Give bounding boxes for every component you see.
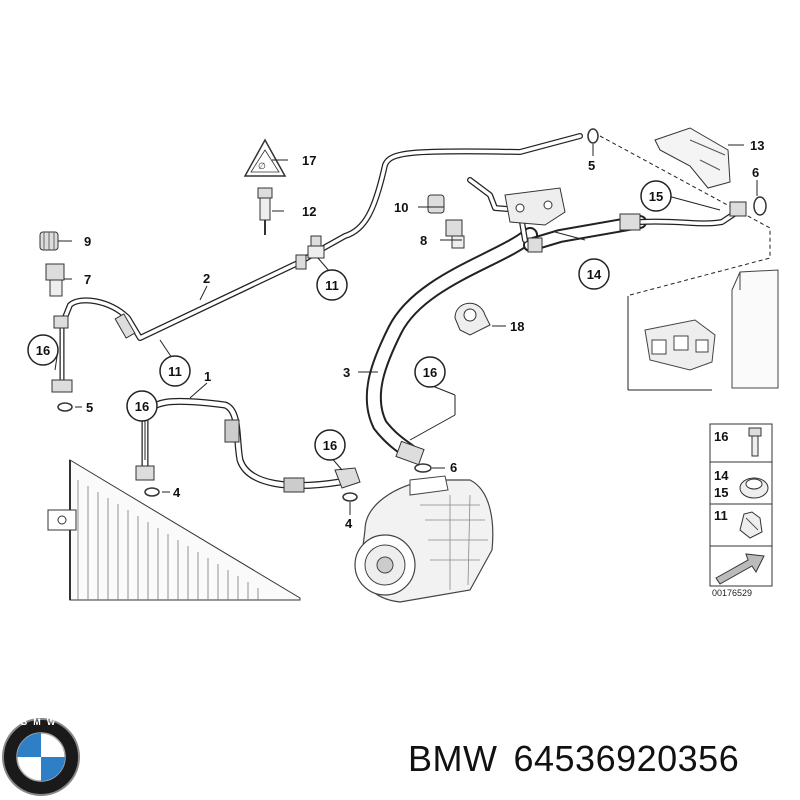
arrow-icon — [715, 553, 765, 585]
compressor — [354, 475, 494, 603]
legend-16: 16 — [714, 429, 728, 444]
callout-17: 17 — [302, 153, 316, 168]
o-rings — [57, 128, 767, 502]
callout-circles: 11 11 16 16 16 16 14 15 — [27, 180, 672, 461]
cap-9 — [39, 231, 59, 251]
brand-part-label: BMW 64536920356 — [408, 738, 755, 780]
callout-4-mid: 4 — [345, 516, 353, 531]
condenser — [47, 459, 301, 601]
callout-11-left: 11 — [168, 364, 182, 379]
callout-13: 13 — [750, 138, 764, 153]
evaporator-housing — [627, 257, 779, 391]
callout-9: 9 — [84, 234, 91, 249]
clip-icon — [739, 511, 763, 539]
hose-line-2 — [51, 133, 583, 393]
legend-15: 15 — [714, 485, 728, 500]
valve-11-top — [307, 235, 325, 259]
cap-10 — [427, 194, 445, 214]
callout-5-top: 5 — [588, 158, 595, 173]
callout-numbers: 9 7 17 12 2 1 5 4 4 3 6 18 10 8 5 13 6 — [84, 138, 764, 531]
callout-5-left: 5 — [86, 400, 93, 415]
warning-label-17: ∅ — [243, 138, 287, 177]
nut-icon — [739, 477, 769, 499]
valve-core-8 — [445, 219, 465, 249]
hose-line-1 — [135, 397, 361, 493]
callout-1: 1 — [204, 369, 211, 384]
clip-18 — [454, 302, 491, 336]
hose-line-14-15 — [467, 177, 747, 253]
callout-15: 15 — [649, 189, 663, 204]
legend-box: 16 14 15 11 00176529 — [709, 423, 773, 598]
callout-8: 8 — [420, 233, 427, 248]
callout-11-top: 11 — [325, 278, 339, 293]
svg-text:∅: ∅ — [258, 161, 266, 171]
callout-18: 18 — [510, 319, 524, 334]
hose-line-3 — [365, 227, 538, 466]
bmw-logo: BMW — [2, 717, 80, 796]
valve-core-7 — [45, 263, 65, 297]
legend-11: 11 — [714, 508, 728, 523]
callout-3: 3 — [343, 365, 350, 380]
callout-6-bottom: 6 — [450, 460, 457, 475]
callout-10: 10 — [394, 200, 408, 215]
callout-16-hose1: 16 — [135, 399, 149, 414]
callout-4-left: 4 — [173, 485, 181, 500]
brand-name: BMW — [408, 738, 498, 779]
leader-lines — [54, 144, 758, 515]
bracket-13 — [654, 127, 731, 189]
bolt-icon — [748, 427, 762, 457]
legend-14: 14 — [714, 468, 729, 483]
sensor-12 — [257, 187, 273, 235]
callout-14: 14 — [587, 267, 602, 282]
callout-6-top: 6 — [752, 165, 759, 180]
part-number: 64536920356 — [513, 738, 740, 779]
callout-2: 2 — [203, 271, 210, 286]
callout-16-left: 16 — [36, 343, 50, 358]
callout-16-compressor: 16 — [323, 438, 337, 453]
logo-lettering: BMW — [21, 717, 62, 727]
reference-code: 00176529 — [712, 588, 752, 598]
boundary-line — [599, 135, 771, 258]
callout-12: 12 — [302, 204, 316, 219]
callout-7: 7 — [84, 272, 91, 287]
callout-16-hose3: 16 — [423, 365, 437, 380]
